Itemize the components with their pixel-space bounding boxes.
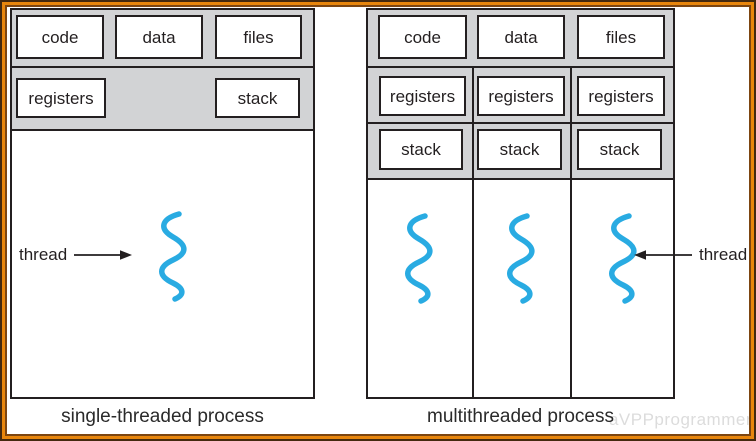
thread-squiggle-icon: [159, 211, 187, 302]
caption-single-threaded: single-threaded process: [61, 406, 264, 427]
memory-band: code data files: [368, 10, 673, 68]
registers-box: registers: [16, 78, 106, 118]
thread-squiggle-icon: [609, 213, 637, 304]
single-threaded-process-box: code data files registers stack: [10, 8, 315, 399]
files-box: files: [215, 15, 302, 59]
thread-squiggle-icon: [405, 213, 433, 304]
thread-pointer-right: thread: [634, 245, 747, 265]
registers-box: registers: [577, 76, 665, 116]
data-box: data: [477, 15, 565, 59]
data-box: data: [115, 15, 203, 59]
code-box: code: [16, 15, 104, 59]
watermark: aVPPprogrammer: [608, 410, 752, 429]
registers-stack-band: registers stack: [12, 68, 313, 131]
column-divider: [472, 68, 474, 397]
column-divider: [570, 68, 572, 397]
code-box: code: [378, 15, 467, 59]
stack-box: stack: [215, 78, 300, 118]
stack-box: stack: [379, 129, 463, 170]
stacks-band: stack stack stack: [368, 124, 673, 180]
memory-band: code data files: [12, 10, 313, 68]
thread-label: thread: [699, 245, 748, 264]
registers-band: registers registers registers: [368, 68, 673, 124]
files-box: files: [577, 15, 665, 59]
multithreaded-process-box: code data files registers registers regi…: [366, 8, 675, 399]
thread-squiggle-icon: [507, 213, 535, 304]
thread-pointer-left: thread: [19, 245, 133, 265]
stack-box: stack: [477, 129, 562, 170]
arrow-left-icon: [634, 250, 692, 260]
stack-box: stack: [577, 129, 662, 170]
registers-box: registers: [379, 76, 466, 116]
thread-label: thread: [19, 245, 68, 264]
caption-multithreaded: multithreaded process: [427, 406, 614, 427]
arrow-right-icon: [74, 250, 133, 260]
registers-box: registers: [477, 76, 565, 116]
